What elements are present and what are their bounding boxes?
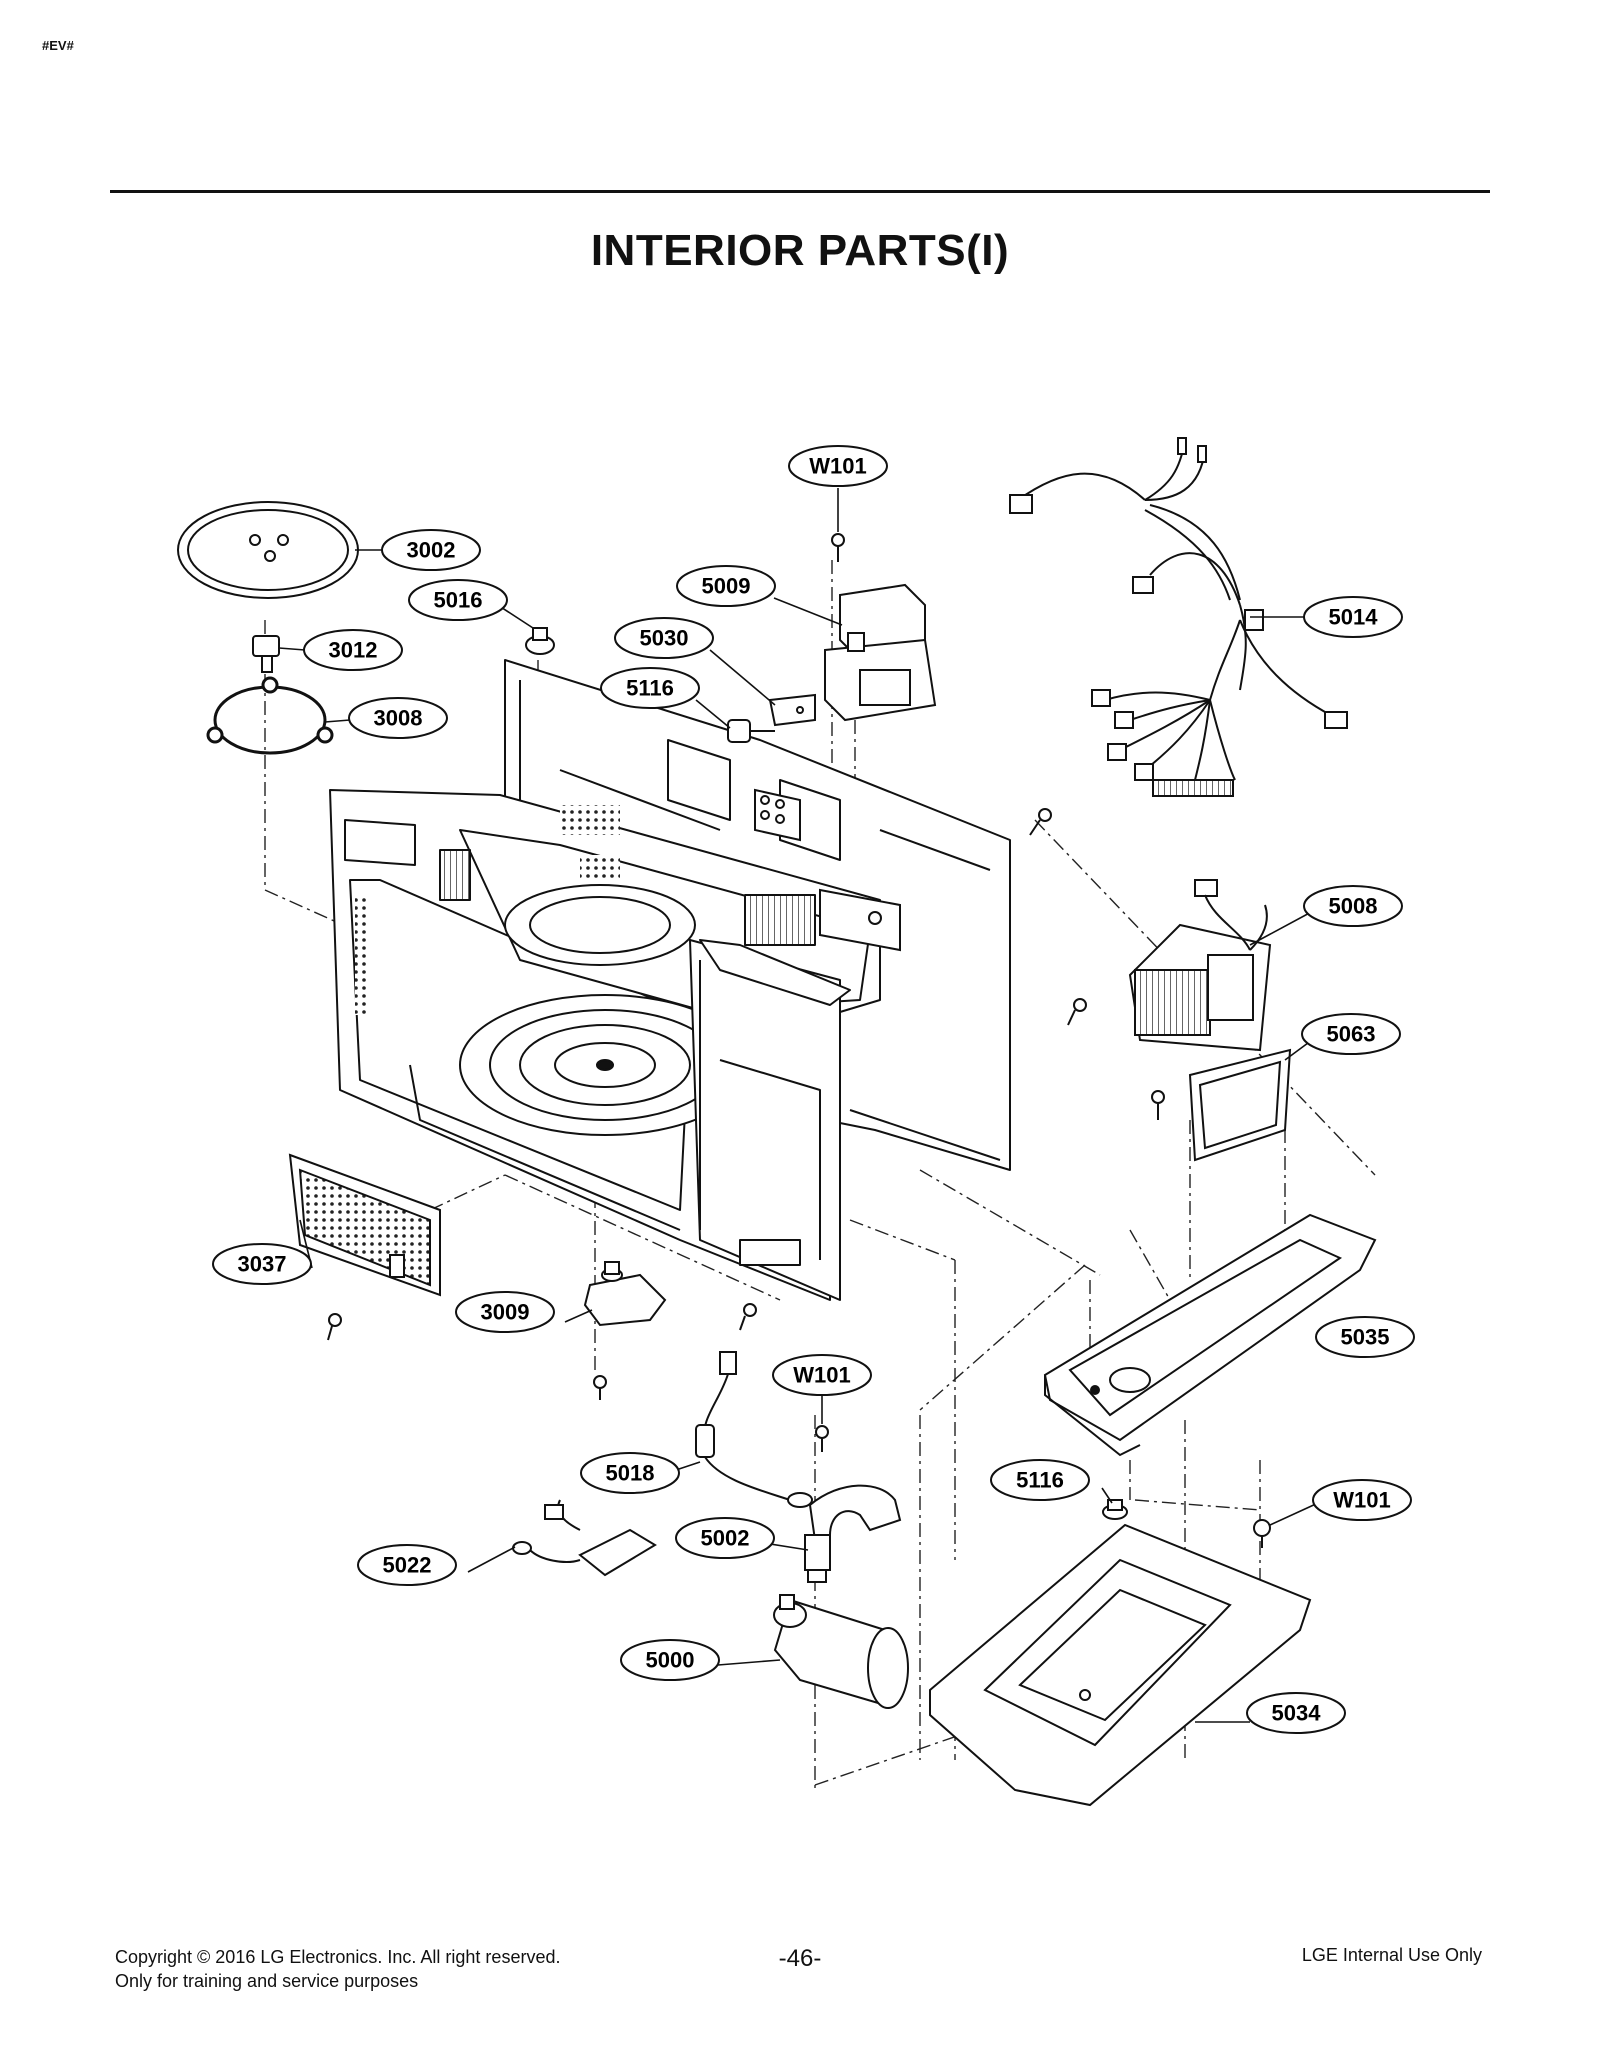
callout-5014: 5014: [1329, 605, 1379, 630]
glass-tray-part: [177, 501, 359, 599]
callout-5063: 5063: [1327, 1022, 1376, 1047]
callout-3009: 3009: [481, 1300, 530, 1325]
callout-5016: 5016: [434, 588, 483, 613]
callout-bubble: [600, 667, 700, 709]
callout-5002: 5002: [701, 1526, 750, 1551]
coupler-part: [252, 635, 280, 673]
callout-bubble: [620, 1639, 720, 1681]
thermal-fuse-part: [695, 1351, 813, 1508]
footer-internal-use: LGE Internal Use Only: [1301, 1945, 1482, 1965]
callout-5000: 5000: [646, 1648, 695, 1673]
footer-copyright: Copyright © 2016 LG Electronics. Inc. Al…: [115, 1947, 561, 1967]
bracket-part: [768, 693, 816, 727]
callout-5018: 5018: [606, 1461, 655, 1486]
main-cavity-assembly: [329, 659, 1011, 1301]
callout-bubble: [1303, 596, 1403, 638]
document-tag: #EV#: [42, 38, 74, 53]
callout-w101-mid: W101: [793, 1363, 850, 1388]
capacitor-part: [773, 1594, 909, 1709]
callout-bubble: [990, 1459, 1090, 1501]
hv-transformer-part: [1128, 879, 1272, 1052]
callout-bubble: [580, 1452, 680, 1494]
callout-bubble: [303, 629, 403, 671]
callout-bubble: [408, 579, 508, 621]
top-mounting-bracket: [754, 788, 901, 952]
callout-bubble: [614, 617, 714, 659]
callout-bubble: [212, 1243, 312, 1285]
base-plate-part: [1043, 1213, 1377, 1457]
callout-5116-top: 5116: [626, 676, 674, 701]
callout-bubble: [675, 1517, 775, 1559]
callout-3037: 3037: [238, 1252, 287, 1277]
callout-bubble: [1315, 1316, 1415, 1358]
callout-3012: 3012: [329, 638, 378, 663]
callout-5022: 5022: [383, 1553, 432, 1578]
page-title: INTERIOR PARTS(I): [590, 226, 1010, 275]
fuse-bottom-part: [1102, 1499, 1128, 1520]
callout-bubble: [357, 1544, 457, 1586]
door-switch-part: [512, 1499, 657, 1577]
footer-training-note: Only for training and service purposes: [115, 1971, 419, 1991]
roller-ring-part: [206, 676, 334, 755]
callout-bubble: [1301, 1013, 1401, 1055]
callout-3008: 3008: [374, 706, 423, 731]
callout-5035: 5035: [1341, 1325, 1390, 1350]
hv-transformer-top-part: [824, 583, 937, 722]
callout-bubble: [381, 529, 481, 571]
callout-bubble: [1312, 1479, 1412, 1521]
callout-bubble: [1303, 885, 1403, 927]
wire-harness-part: [1009, 437, 1348, 797]
vent-cover-part: [288, 1153, 441, 1297]
callout-5116-bottom: 5116: [1016, 1468, 1064, 1493]
thermostat-part: [525, 627, 555, 655]
fuse-holder-part: [727, 719, 775, 743]
callout-bubble: [676, 565, 776, 607]
callout-5034: 5034: [1272, 1701, 1322, 1726]
screws: [327, 533, 1271, 1548]
turntable-motor-part: [583, 1261, 667, 1327]
callout-bubble: [1246, 1692, 1346, 1734]
callout-bubble: [348, 697, 448, 739]
callout-5030: 5030: [640, 626, 689, 651]
callout-5009: 5009: [702, 574, 751, 599]
callout-w101-top: W101: [809, 454, 866, 479]
capacitor-bracket-part: [804, 1484, 902, 1583]
callout-5008: 5008: [1329, 894, 1378, 919]
callout-bubble: [788, 445, 888, 487]
callout-bubble: [455, 1291, 555, 1333]
callout-3002: 3002: [407, 538, 456, 563]
callout-bubble: [772, 1354, 872, 1396]
footer-copyright-block: Copyright © 2016 LG Electronics. Inc. Al…: [115, 1945, 560, 1993]
callout-w101-right: W101: [1333, 1488, 1390, 1513]
page-number: -46-: [778, 1945, 822, 1972]
insulation-plate-part: [1188, 1048, 1292, 1162]
bottom-plate-part: [929, 1523, 1312, 1807]
header-rule: [110, 190, 1490, 193]
